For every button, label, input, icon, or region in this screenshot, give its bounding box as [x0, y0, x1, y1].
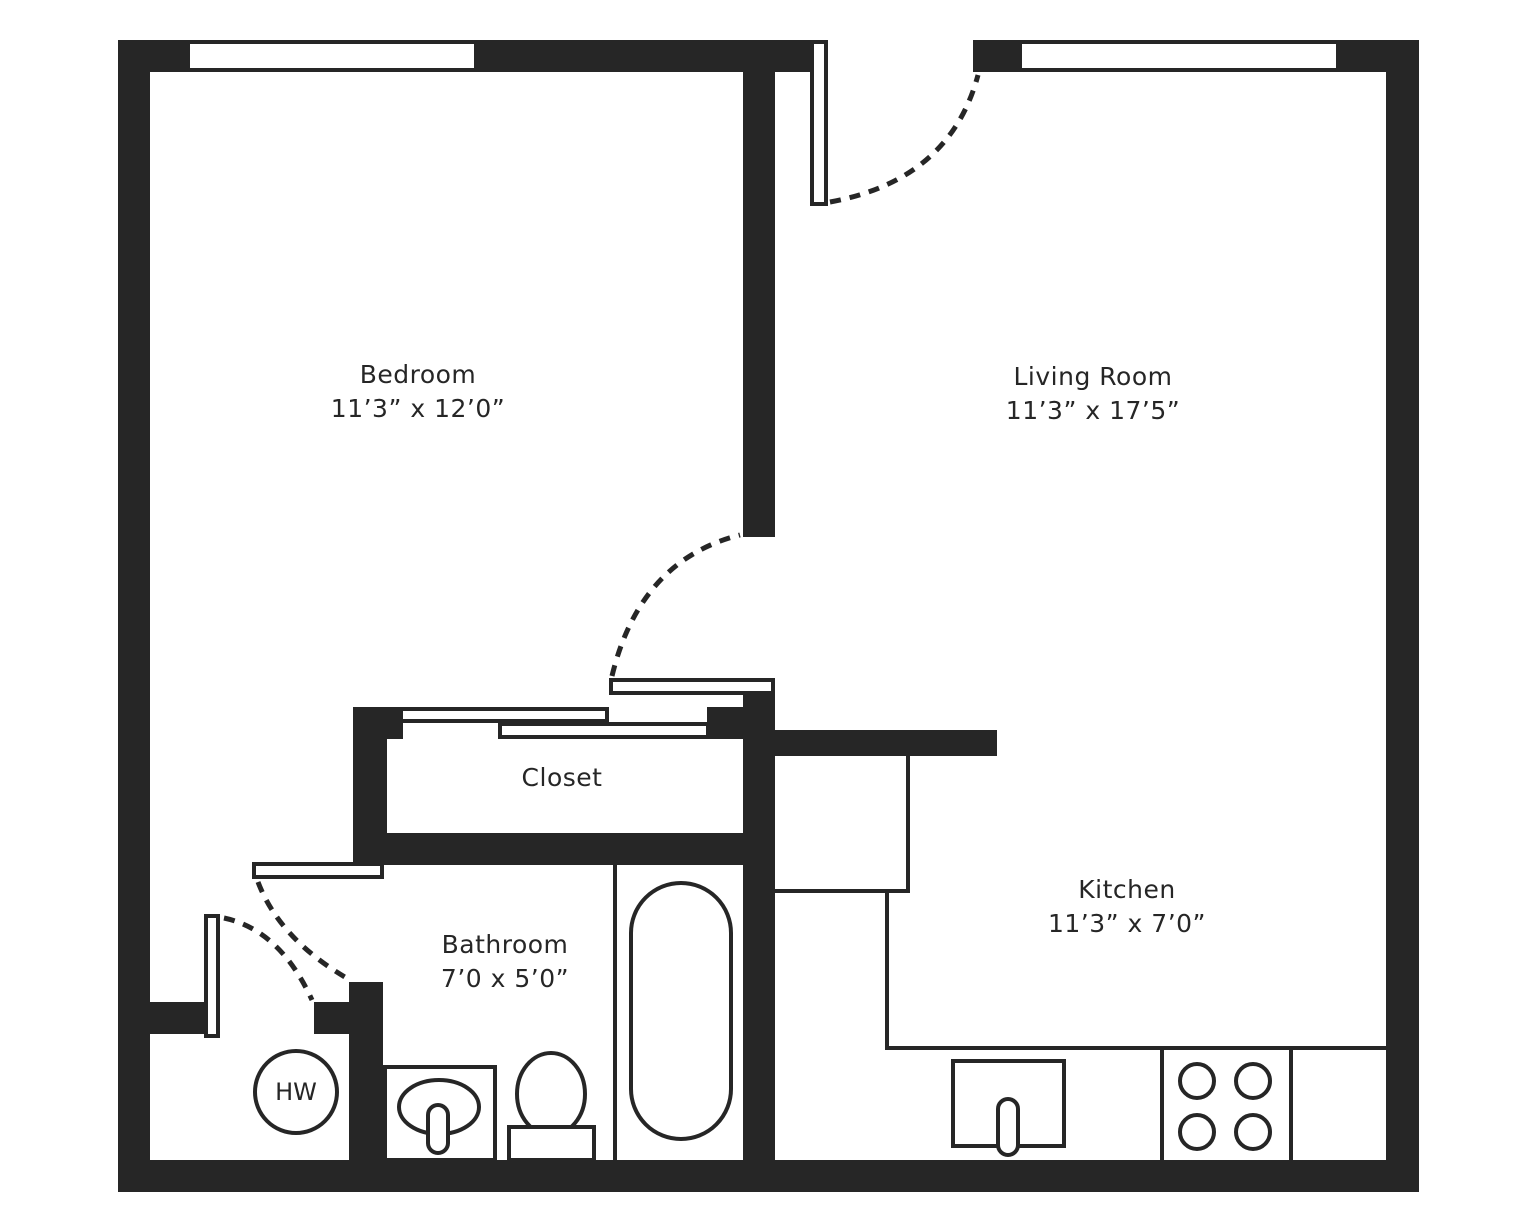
room-dimensions: 11’3” x 7’0” [1047, 909, 1207, 938]
room-dimensions: 7’0 x 5’0” [440, 964, 570, 993]
room-name: Closet [521, 763, 603, 792]
room-name: Kitchen [1078, 875, 1176, 904]
room-label-living-room: Living Room 11’3” x 17’5” [1006, 360, 1180, 428]
toilet-icon [515, 1051, 587, 1137]
bathroom-door [252, 862, 384, 879]
hw-closet-door [204, 914, 220, 1038]
closet-door-left [399, 707, 609, 723]
burner-icon [1178, 1113, 1216, 1151]
living-room-window [1018, 40, 1340, 72]
burner-icon [1234, 1062, 1272, 1100]
room-name: Bedroom [359, 360, 477, 389]
doors [204, 40, 981, 1038]
interior-walls [118, 40, 997, 1192]
room-dimensions: 11’3” x 12’0” [330, 394, 506, 423]
kitchen-sink [951, 1059, 1066, 1157]
windows [186, 40, 1340, 72]
closet-door-right [498, 722, 710, 739]
room-label-bathroom: Bathroom 7’0 x 5’0” [441, 928, 569, 996]
room-label-kitchen: Kitchen 11’3” x 7’0” [1048, 873, 1206, 941]
room-name: Living Room [1013, 362, 1173, 391]
bedroom-door [609, 678, 775, 695]
water-heater-label: HW [275, 1078, 317, 1106]
room-label-bedroom: Bedroom 11’3” x 12’0” [331, 358, 505, 426]
room-label-closet: Closet [522, 761, 603, 795]
burner-icon [1178, 1062, 1216, 1100]
bathtub-icon [629, 881, 733, 1141]
water-heater-icon [253, 1049, 339, 1135]
room-dimensions: 11’3” x 17’5” [1005, 396, 1181, 425]
burner-icon [1234, 1113, 1272, 1151]
kitchen-counters [775, 756, 1386, 1160]
room-name: Bathroom [441, 930, 569, 959]
entry-door [810, 40, 828, 206]
bathroom-fixtures [383, 865, 733, 1162]
bedroom-window [186, 40, 478, 72]
stove [1178, 1062, 1272, 1151]
